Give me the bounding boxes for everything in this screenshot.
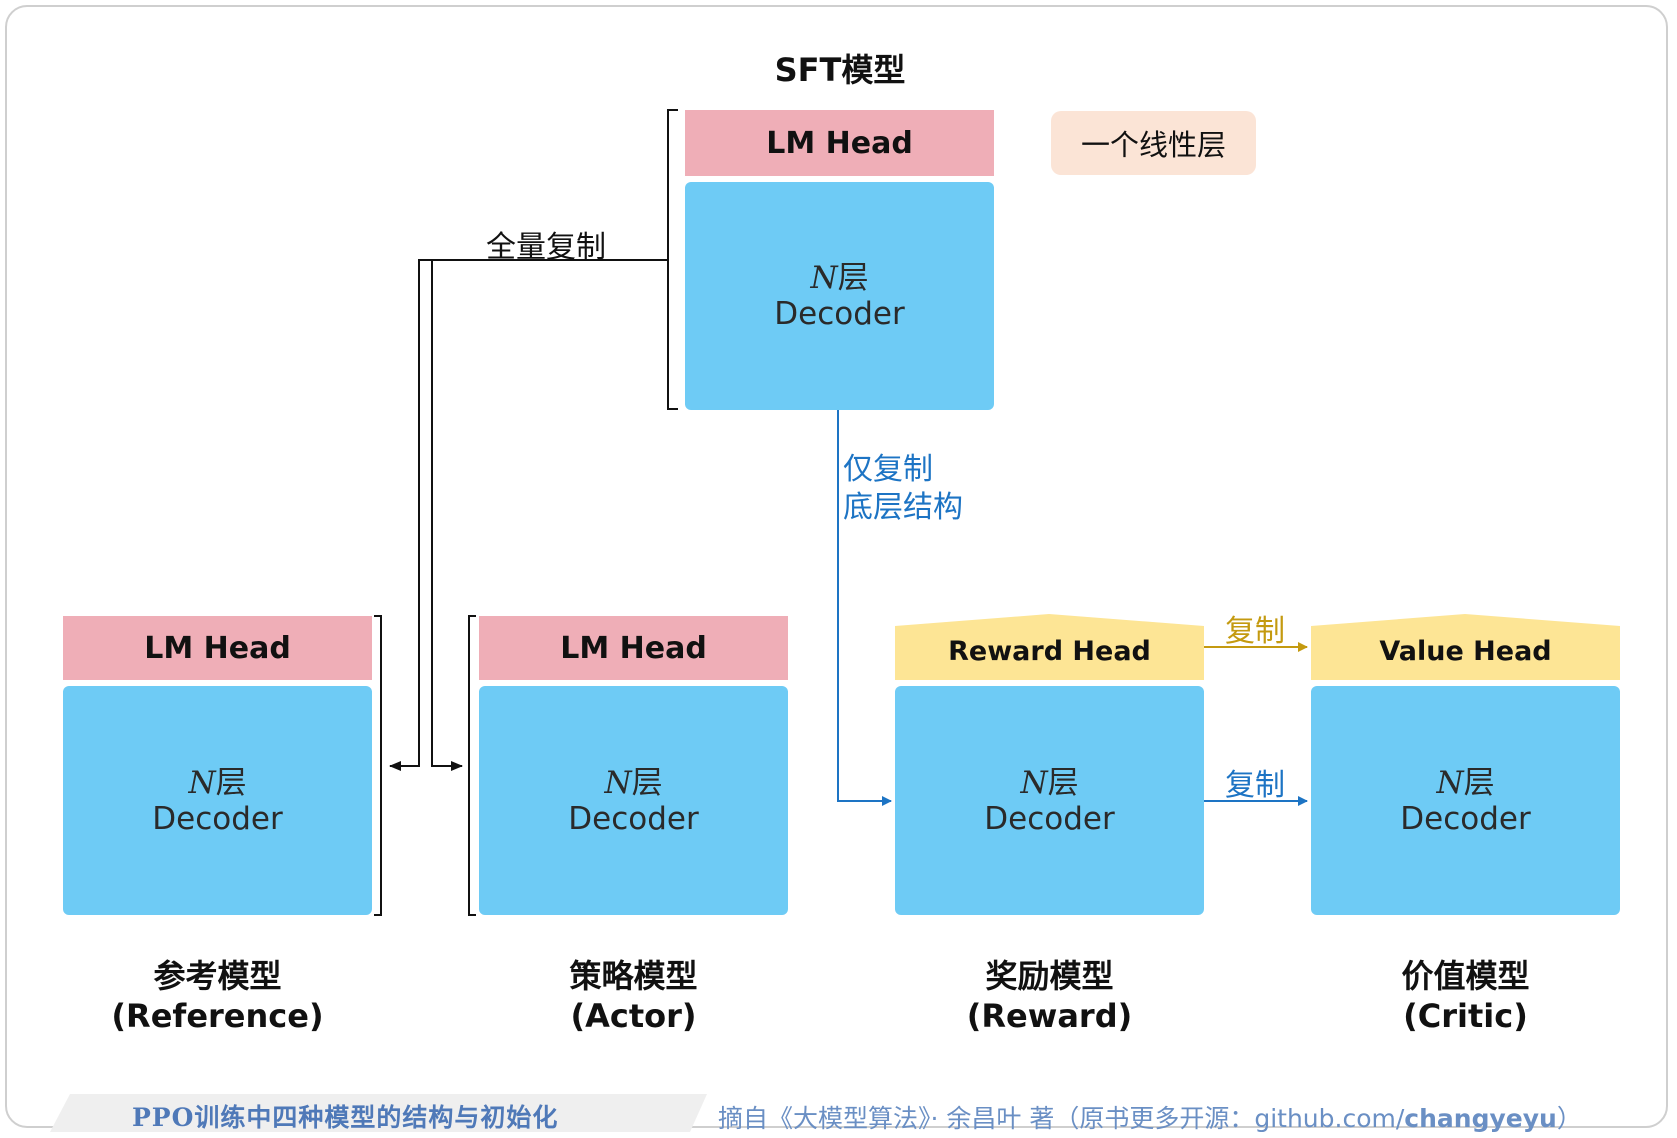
- model-name-en: (Critic): [1403, 997, 1528, 1035]
- decoder-layers: 层: [837, 260, 869, 296]
- decoder-n: N: [810, 260, 838, 296]
- footer-source-prefix: 摘自《大模型算法》· 余昌叶 著（原书更多开源：github.com/: [718, 1104, 1405, 1133]
- struct-copy-label-line1: 仅复制: [843, 452, 933, 487]
- reference-bracket: [374, 615, 382, 916]
- reference-lm-head: LM Head: [63, 616, 372, 680]
- decoder-label: Decoder: [984, 800, 1115, 837]
- footer-source-suffix: ）: [1556, 1104, 1582, 1133]
- decoder-n: N: [604, 764, 632, 801]
- reward-model-label: 奖励模型 (Reward): [895, 956, 1204, 1036]
- value-head-shape: [1311, 614, 1620, 680]
- reference-decoder: N层 Decoder: [63, 686, 372, 915]
- footer-band: [50, 1094, 707, 1132]
- model-name: 奖励模型: [985, 957, 1114, 995]
- struct-copy-label: 仅复制 底层结构: [843, 451, 963, 527]
- decoder-layers: 层: [631, 764, 663, 801]
- sft-decoder: N层 Decoder: [685, 182, 994, 410]
- full-copy-line-reference: [389, 259, 668, 771]
- reference-model-label: 参考模型 (Reference): [63, 956, 372, 1036]
- reward-decoder: N层 Decoder: [895, 686, 1204, 915]
- decoder-label: Decoder: [774, 296, 905, 332]
- model-name-en: (Actor): [570, 997, 697, 1035]
- model-name: 策略模型: [569, 957, 698, 995]
- decoder-copy-label: 复制: [1225, 768, 1285, 803]
- model-name-en: (Reward): [966, 997, 1133, 1035]
- full-copy-label: 全量复制: [486, 230, 606, 265]
- linear-layer-note: 一个线性层: [1051, 111, 1256, 175]
- actor-model-label: 策略模型 (Actor): [479, 956, 788, 1036]
- decoder-layers: 层: [1047, 764, 1079, 801]
- model-name: 参考模型: [153, 957, 282, 995]
- full-copy-line-actor: [431, 260, 463, 771]
- decoder-label: Decoder: [1400, 800, 1531, 837]
- model-name-en: (Reference): [111, 997, 324, 1035]
- struct-copy-label-line2: 底层结构: [843, 490, 963, 525]
- critic-decoder: N层 Decoder: [1311, 686, 1620, 915]
- reward-head-shape: [895, 614, 1204, 680]
- actor-bracket: [468, 615, 476, 916]
- decoder-n: N: [188, 764, 216, 801]
- decoder-n: N: [1020, 764, 1048, 801]
- footer-caption: PPO训练中四种模型的结构与初始化: [132, 1103, 559, 1132]
- model-name: 价值模型: [1401, 957, 1530, 995]
- decoder-label: Decoder: [568, 800, 699, 837]
- actor-lm-head: LM Head: [479, 616, 788, 680]
- decoder-label: Decoder: [152, 800, 283, 837]
- decoder-layers: 层: [215, 764, 247, 801]
- sft-lm-head: LM Head: [685, 110, 994, 176]
- value-head-label: Value Head: [1379, 636, 1552, 667]
- critic-model-label: 价值模型 (Critic): [1311, 956, 1620, 1036]
- decoder-n: N: [1436, 764, 1464, 801]
- sft-bracket: [667, 109, 678, 410]
- footer-source-handle: changyeyu: [1404, 1104, 1557, 1133]
- reward-head-label: Reward Head: [948, 636, 1151, 667]
- struct-copy-arrow: [837, 410, 892, 806]
- decoder-layers: 层: [1463, 764, 1495, 801]
- sft-title: SFT模型: [774, 51, 906, 89]
- footer-source: 摘自《大模型算法》· 余昌叶 著（原书更多开源：github.com/chang…: [718, 1099, 1582, 1135]
- head-copy-label: 复制: [1225, 614, 1285, 649]
- actor-decoder: N层 Decoder: [479, 686, 788, 915]
